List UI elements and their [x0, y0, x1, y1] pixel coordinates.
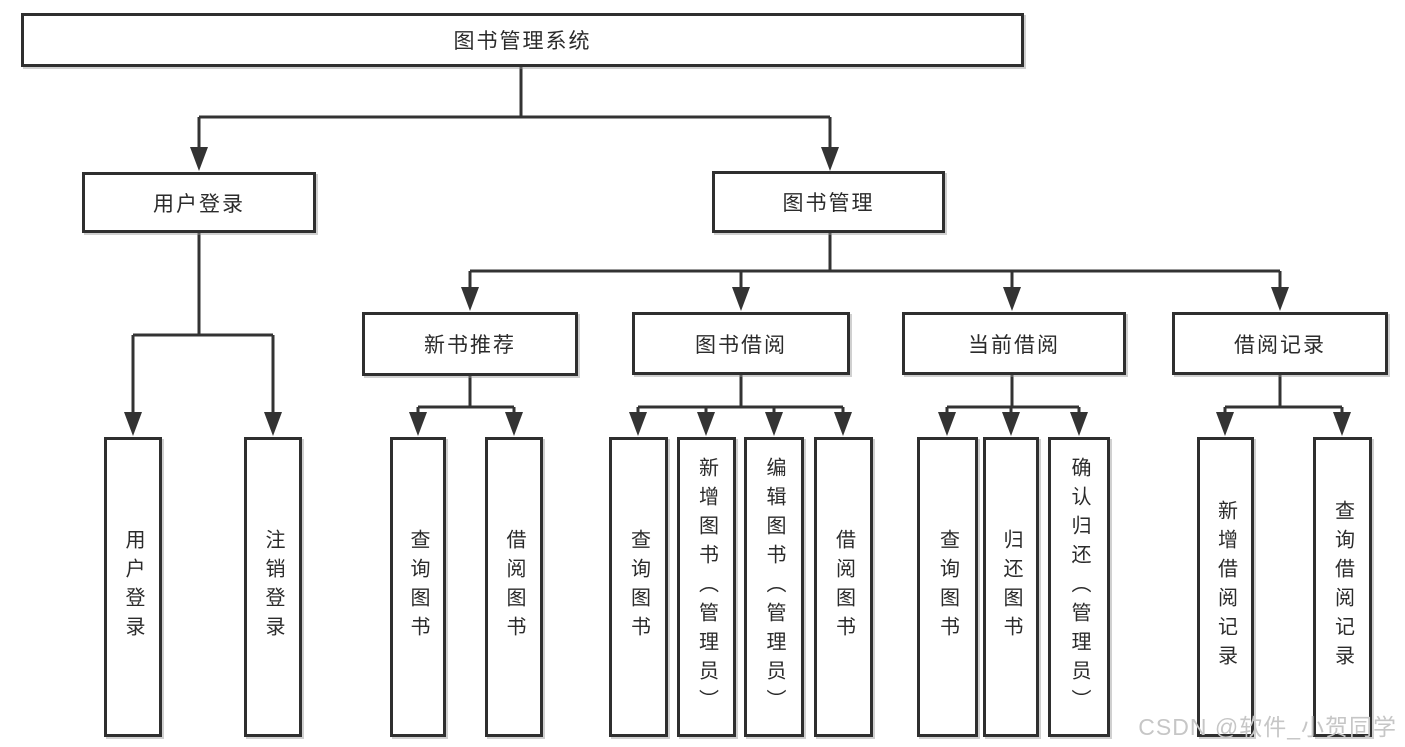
- node-new-book-recommend: 新书推荐: [362, 312, 578, 376]
- node-book-management: 图书管理: [712, 171, 945, 233]
- leaf-borrow-books-2: 借阅图书: [814, 437, 873, 737]
- arrowhead-icon: [1070, 412, 1088, 436]
- node-root: 图书管理系统: [21, 13, 1024, 67]
- leaf-label: 借阅图书: [503, 529, 525, 645]
- leaf-query-books-1: 查询图书: [390, 437, 446, 737]
- arrowhead-icon: [697, 412, 715, 436]
- arrowhead-icon: [461, 287, 479, 311]
- leaf-label: 查询借阅记录: [1331, 500, 1354, 674]
- leaf-label: 归还图书: [1000, 529, 1022, 645]
- leaf-query-books-3: 查询图书: [917, 437, 978, 737]
- leaf-user-login: 用户登录: [104, 437, 162, 737]
- arrowhead-icon: [505, 412, 523, 436]
- node-label: 借阅记录: [1234, 333, 1326, 357]
- leaf-query-borrow-record: 查询借阅记录: [1313, 437, 1372, 737]
- leaf-label: 确认归还（管理员）: [1068, 456, 1090, 718]
- leaf-return-book: 归还图书: [983, 437, 1039, 737]
- connector-book-management-branch: [461, 233, 1289, 311]
- arrowhead-icon: [938, 412, 956, 436]
- leaf-confirm-return-admin: 确认归还（管理员）: [1048, 437, 1110, 737]
- connector-root-to-level2: [190, 67, 839, 171]
- connector-new-book-branch: [409, 376, 523, 436]
- leaf-label: 查询图书: [936, 529, 959, 645]
- node-label: 当前借阅: [968, 333, 1060, 357]
- arrowhead-icon: [1003, 287, 1021, 311]
- leaf-logout: 注销登录: [244, 437, 302, 737]
- leaf-label: 用户登录: [122, 529, 144, 645]
- arrowhead-icon: [409, 412, 427, 436]
- leaf-label: 新增图书（管理员）: [695, 456, 718, 718]
- arrowhead-icon: [264, 412, 282, 436]
- connector-current-borrow-branch: [938, 375, 1088, 436]
- arrowhead-icon: [765, 412, 783, 436]
- csdn-watermark: CSDN @软件_小贺同学: [1138, 714, 1397, 740]
- node-current-borrow: 当前借阅: [902, 312, 1126, 375]
- leaf-add-borrow-record: 新增借阅记录: [1197, 437, 1254, 737]
- leaf-label: 查询图书: [627, 529, 650, 645]
- node-root-label: 图书管理系统: [453, 30, 592, 53]
- leaf-borrow-books-1: 借阅图书: [485, 437, 543, 737]
- leaf-label: 借阅图书: [832, 529, 855, 645]
- leaf-label: 查询图书: [407, 529, 429, 645]
- node-label: 用户登录: [153, 192, 245, 216]
- leaf-label: 新增借阅记录: [1214, 500, 1237, 674]
- leaf-label: 注销登录: [262, 529, 284, 645]
- arrowhead-icon: [834, 412, 852, 436]
- leaf-label: 编辑图书（管理员）: [763, 456, 785, 718]
- leaf-query-books-2: 查询图书: [609, 437, 668, 737]
- node-borrow-records: 借阅记录: [1172, 312, 1388, 375]
- arrowhead-icon: [629, 412, 647, 436]
- node-label: 图书借阅: [695, 333, 787, 357]
- arrowhead-icon: [190, 147, 208, 171]
- node-user-login: 用户登录: [82, 172, 316, 233]
- node-label: 新书推荐: [424, 334, 516, 357]
- connector-borrow-records-branch: [1216, 375, 1351, 436]
- leaf-edit-book-admin: 编辑图书（管理员）: [744, 437, 804, 737]
- arrowhead-icon: [1333, 412, 1351, 436]
- arrowhead-icon: [1002, 412, 1020, 436]
- arrowhead-icon: [1271, 287, 1289, 311]
- arrowhead-icon: [1216, 412, 1234, 436]
- arrowhead-icon: [124, 412, 142, 436]
- arrowhead-icon: [821, 147, 839, 171]
- arrowhead-icon: [732, 287, 750, 311]
- node-book-borrow: 图书借阅: [632, 312, 850, 375]
- node-label: 图书管理: [782, 192, 875, 215]
- connector-user-login-branch: [124, 233, 282, 436]
- leaf-add-book-admin: 新增图书（管理员）: [677, 437, 736, 737]
- connector-book-borrow-branch: [629, 375, 852, 436]
